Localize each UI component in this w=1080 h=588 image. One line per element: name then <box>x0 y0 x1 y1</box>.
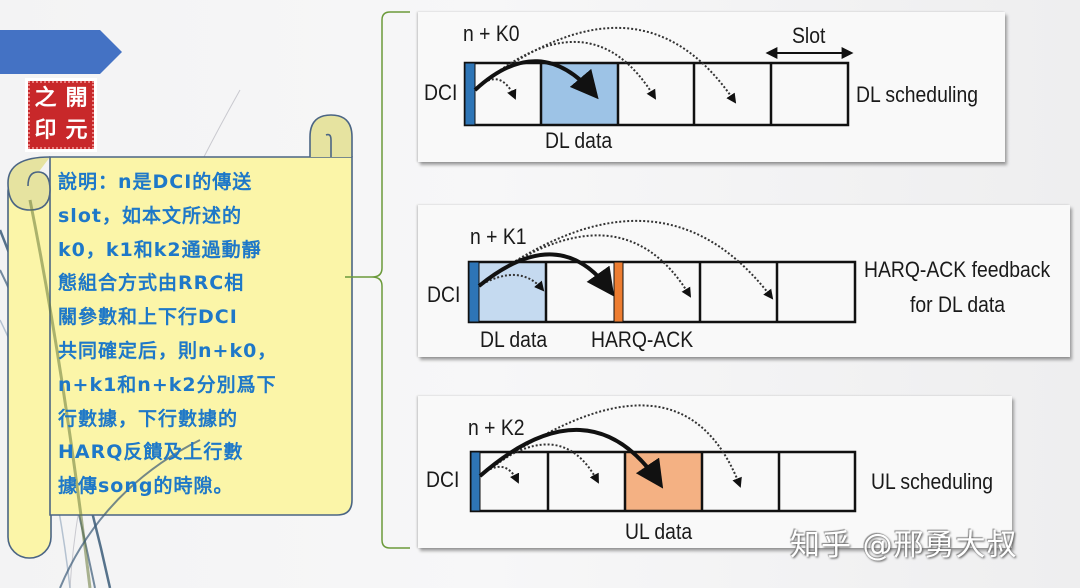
dl-data-label: DL data <box>545 128 613 153</box>
note-line: 行數據，下行數據的 <box>58 407 239 430</box>
seal-char: 開 <box>65 86 88 111</box>
panel-dl-scheduling <box>418 12 1005 162</box>
scroll-body <box>49 156 353 516</box>
side-label-ul-scheduling: UL scheduling <box>871 469 993 494</box>
seal-stamp: 之 開 印 元 <box>25 78 97 152</box>
note-line: slot，如本文所述的 <box>58 204 242 227</box>
dci-marker <box>470 451 481 512</box>
dl-data-label: DL data <box>480 327 548 352</box>
dci-label: DCI <box>426 467 460 492</box>
dci-marker <box>468 261 480 323</box>
note-line: n+k1和n+k2分別爲下 <box>58 373 277 396</box>
dci-label: DCI <box>424 80 458 105</box>
harq-ack-label: HARQ-ACK <box>591 327 694 352</box>
seal-char: 之 <box>34 86 57 111</box>
curly-bracket <box>345 11 410 549</box>
note-line: k0，k1和k2通過動靜 <box>58 238 262 261</box>
explanation-note: 說明：n是DCI的傳送 slot，如本文所述的 k0，k1和k2通過動靜 態組合… <box>58 166 348 504</box>
side-label-dl-scheduling: DL scheduling <box>856 82 978 107</box>
watermark: 知乎 @邢勇大叔 <box>790 528 1018 563</box>
dci-marker <box>464 62 476 126</box>
note-line: 關參數和上下行DCI <box>58 306 238 329</box>
note-line: 據傳song的時隙。 <box>58 475 234 498</box>
note-line: 說明：n是DCI的傳送 <box>58 171 253 193</box>
dci-label: DCI <box>427 282 461 307</box>
side-label-harq-ack-2: for DL data <box>910 292 1006 317</box>
offset-label-k0: n + K0 <box>463 21 520 46</box>
side-label-harq-ack-1: HARQ-ACK feedback <box>864 257 1051 282</box>
seal-char: 元 <box>65 118 88 143</box>
note-line: 態組合方式由RRC相 <box>58 272 245 295</box>
note-line: HARQ反饋及上行數 <box>58 441 244 464</box>
seal-char: 印 <box>34 118 57 143</box>
ul-data-label: UL data <box>625 519 693 544</box>
slot-label: Slot <box>792 23 826 48</box>
offset-label-k2: n + K2 <box>468 415 525 440</box>
offset-label-k1: n + K1 <box>470 224 527 249</box>
header-arrow-shape <box>0 30 122 74</box>
panel-ul-scheduling <box>418 396 1012 548</box>
note-line: 共同確定后，則n+k0， <box>58 339 278 362</box>
